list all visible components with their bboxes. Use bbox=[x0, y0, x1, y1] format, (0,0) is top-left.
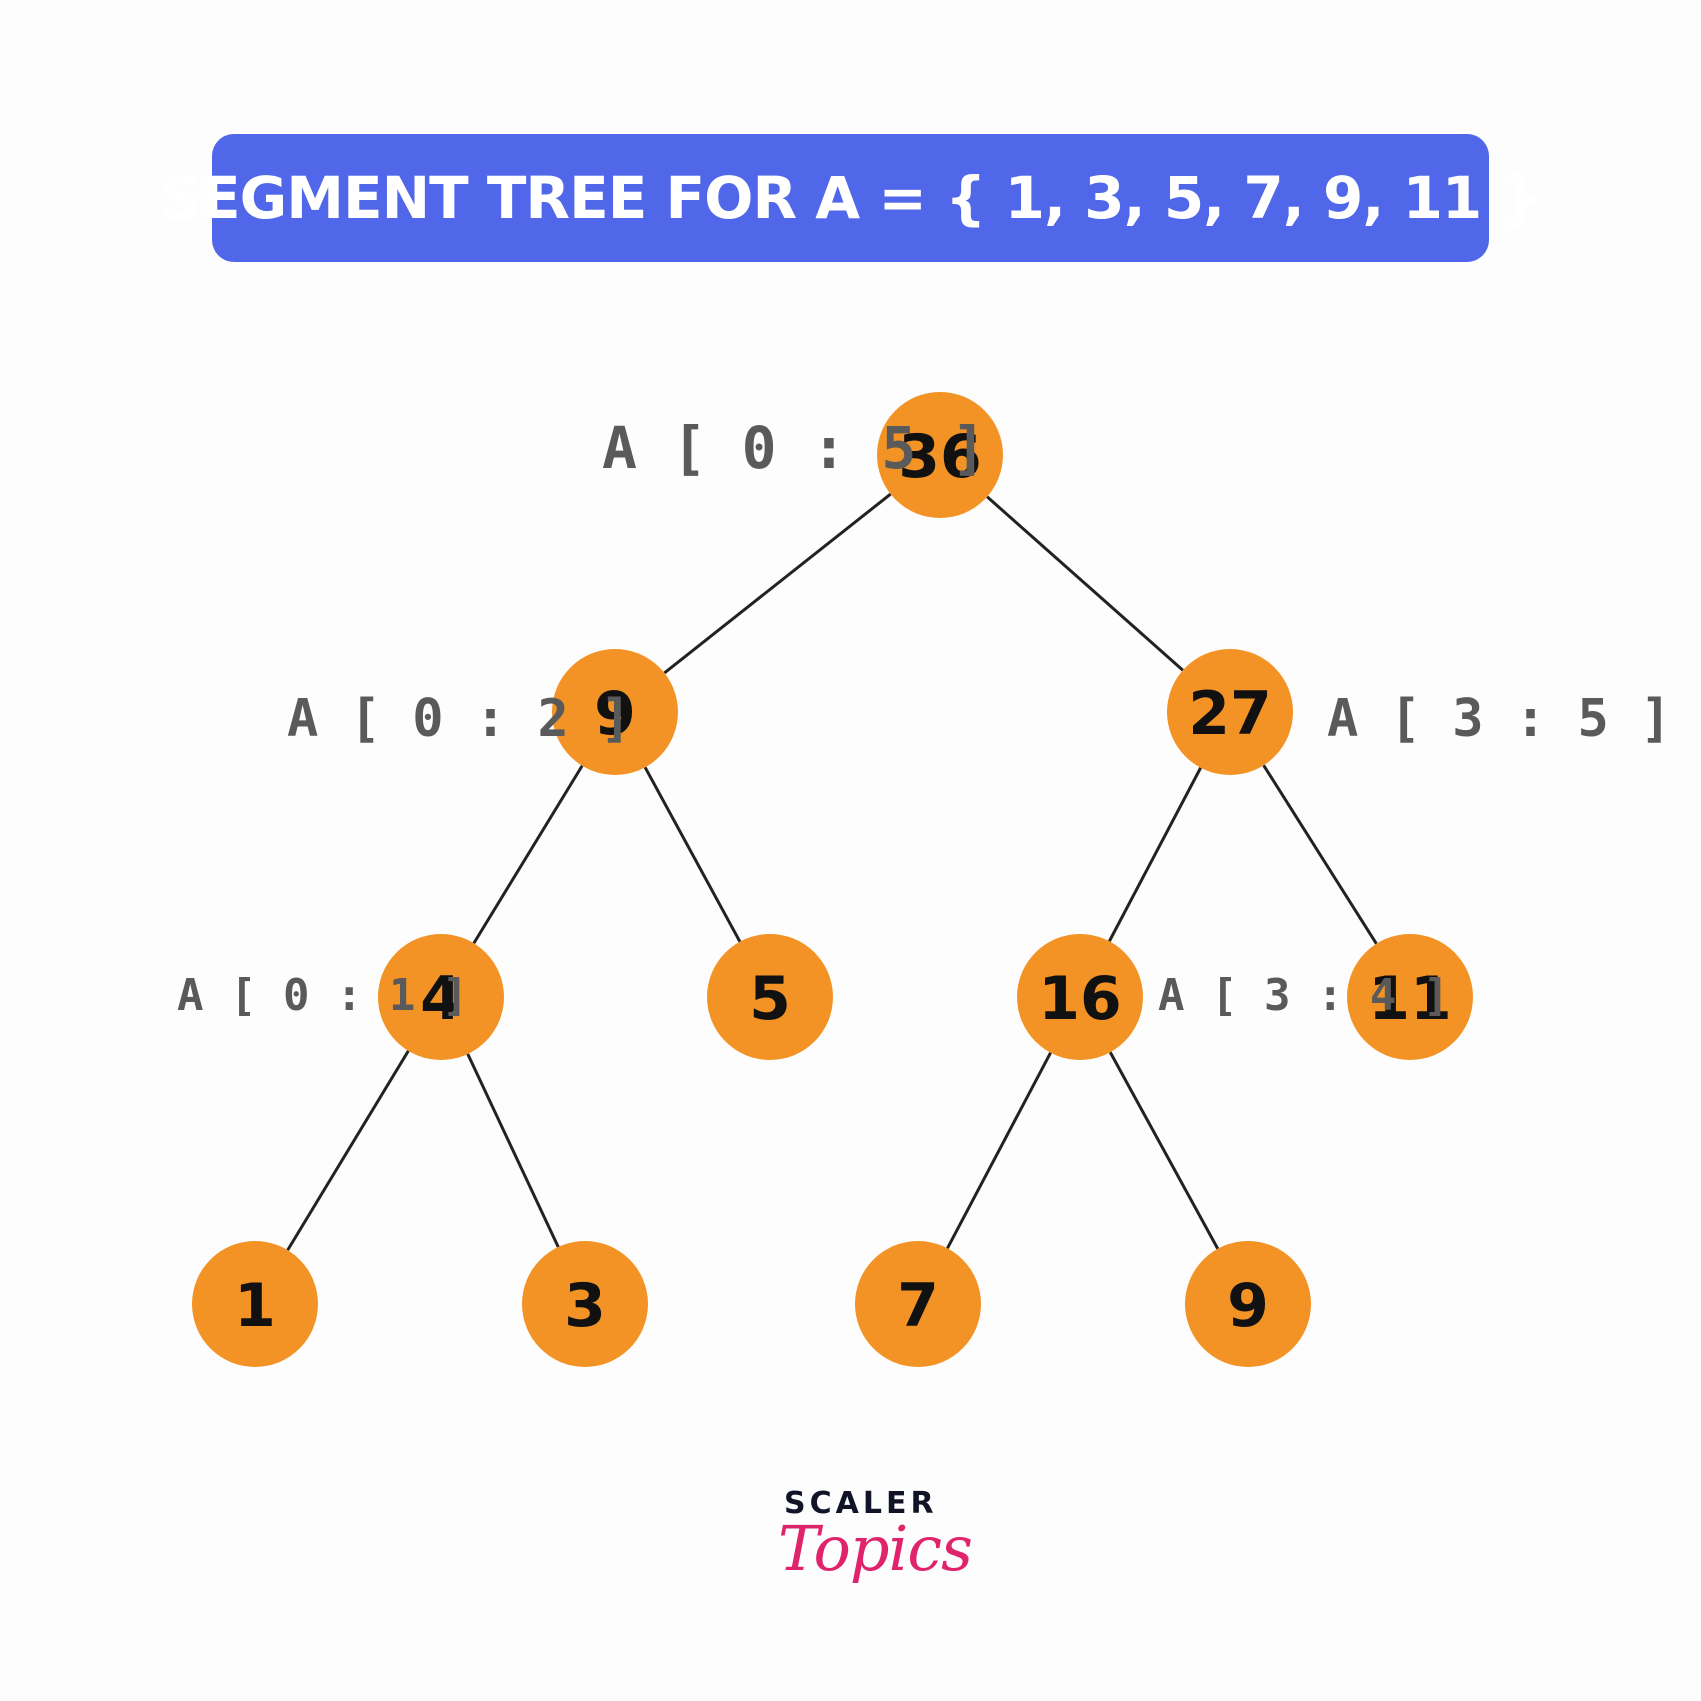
tree-node-n0: 36 bbox=[877, 392, 1003, 518]
tree-node-circle bbox=[877, 392, 1003, 518]
tree-node-n4: 5 bbox=[707, 934, 833, 1060]
tree-edges bbox=[286, 492, 1378, 1251]
tree-node-circle bbox=[1185, 1241, 1311, 1367]
logo-scaler-text: SCALER bbox=[784, 1486, 938, 1521]
tree-node-circle bbox=[378, 934, 504, 1060]
tree-node-value: 5 bbox=[749, 964, 791, 1034]
tree-edge-n0-n2 bbox=[986, 495, 1184, 672]
tree-edge-n5-n10 bbox=[1108, 1051, 1220, 1250]
range-label-n1: A [ 0 : 2 ] bbox=[287, 689, 631, 749]
tree-node-value: 36 bbox=[898, 422, 982, 492]
tree-node-n6: 11 bbox=[1347, 934, 1473, 1060]
tree-node-circle bbox=[192, 1241, 318, 1367]
tree-node-circle bbox=[855, 1241, 981, 1367]
range-label-n2: A [ 3 : 5 ] bbox=[1327, 689, 1671, 749]
tree-edge-n2-n5 bbox=[1108, 767, 1202, 942]
tree-edge-n2-n6 bbox=[1262, 764, 1378, 945]
logo-topics-text: Topics bbox=[778, 1512, 973, 1585]
tree-node-value: 1 bbox=[234, 1271, 276, 1341]
tree-node-value: 16 bbox=[1038, 964, 1122, 1034]
tree-edge-n0-n1 bbox=[663, 492, 892, 675]
tree-edge-n3-n8 bbox=[466, 1053, 560, 1248]
tree-node-n7: 1 bbox=[192, 1241, 318, 1367]
tree-node-n8: 3 bbox=[522, 1241, 648, 1367]
tree-edge-n1-n4 bbox=[643, 766, 742, 943]
tree-node-n3: 4 bbox=[378, 934, 504, 1060]
tree-node-circle bbox=[522, 1241, 648, 1367]
tree-edge-n5-n9 bbox=[946, 1052, 1052, 1249]
tree-node-value: 27 bbox=[1188, 679, 1272, 749]
range-label-n0: A [ 0 : 5 ] bbox=[602, 414, 986, 482]
tree-node-value: 11 bbox=[1368, 964, 1452, 1034]
tree-node-circle bbox=[1017, 934, 1143, 1060]
range-label-n5: A [ 3 : 4 ] bbox=[1158, 970, 1449, 1021]
tree-node-value: 9 bbox=[594, 679, 636, 749]
tree-node-circle bbox=[1347, 934, 1473, 1060]
tree-node-circle bbox=[552, 649, 678, 775]
tree-node-circle bbox=[707, 934, 833, 1060]
diagram-title: SEGMENT TREE FOR A = { 1, 3, 5, 7, 9, 11… bbox=[160, 164, 1542, 232]
tree-node-circle bbox=[1167, 649, 1293, 775]
title-banner: SEGMENT TREE FOR A = { 1, 3, 5, 7, 9, 11… bbox=[160, 134, 1542, 262]
tree-edge-n1-n3 bbox=[472, 764, 584, 945]
tree-node-n1: 9 bbox=[552, 649, 678, 775]
tree-node-value: 3 bbox=[564, 1271, 606, 1341]
scaler-topics-logo: SCALER Topics bbox=[760, 1484, 973, 1614]
tree-node-n10: 9 bbox=[1185, 1241, 1311, 1367]
tree-node-value: 7 bbox=[897, 1271, 939, 1341]
tree-node-value: 4 bbox=[420, 964, 462, 1034]
tree-node-value: 9 bbox=[1227, 1271, 1269, 1341]
tree-node-n5: 16 bbox=[1017, 934, 1143, 1060]
tree-edge-n3-n7 bbox=[286, 1050, 410, 1251]
range-label-n3: A [ 0 : 1 ] bbox=[177, 970, 468, 1021]
tree-node-n2: 27 bbox=[1167, 649, 1293, 775]
range-labels: A [ 0 : 5 ] A [ 0 : 2 ] A [ 3 : 5 ] A [ 0 :… bbox=[177, 414, 1671, 1021]
tree-node-n9: 7 bbox=[855, 1241, 981, 1367]
